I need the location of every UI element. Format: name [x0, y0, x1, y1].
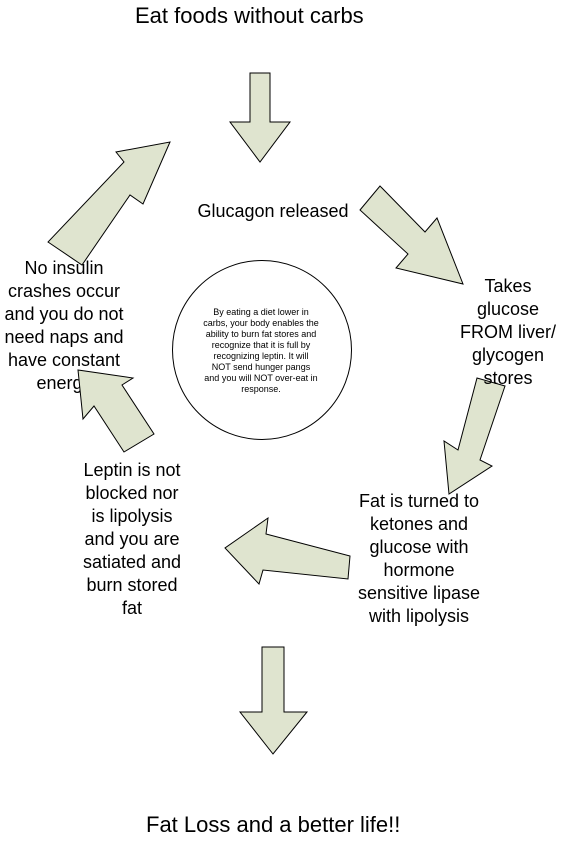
step-glucagon-text: Glucagon released	[197, 201, 349, 221]
arrow-to-start-icon	[47, 141, 171, 266]
step-no-insulin-text: No insulin crashes occur and you do not …	[4, 258, 124, 393]
step-takes-glucose-text: Takes glucose FROM liver/ glycogen store…	[460, 276, 556, 388]
arrow-to-fat-turned-icon	[443, 377, 506, 495]
center-circle	[172, 260, 352, 440]
arrow-down-top-icon	[229, 72, 291, 163]
diagram-title-top: Eat foods without carbs	[135, 3, 364, 28]
arrow-to-takes-glucose-icon	[359, 185, 464, 285]
arrow-down-bottom-icon	[238, 646, 309, 755]
arrow-to-leptin-icon	[224, 516, 351, 585]
arrow-to-no-insulin-icon	[77, 369, 155, 453]
center-text: By eating a diet lower in carbs, your bo…	[203, 307, 319, 394]
step-leptin-text: Leptin is not blocked nor is lipolysis a…	[82, 460, 182, 618]
step-fat-turned-text: Fat is turned to ketones and glucose wit…	[357, 491, 481, 626]
diagram-title-bottom: Fat Loss and a better life!!	[146, 812, 401, 837]
